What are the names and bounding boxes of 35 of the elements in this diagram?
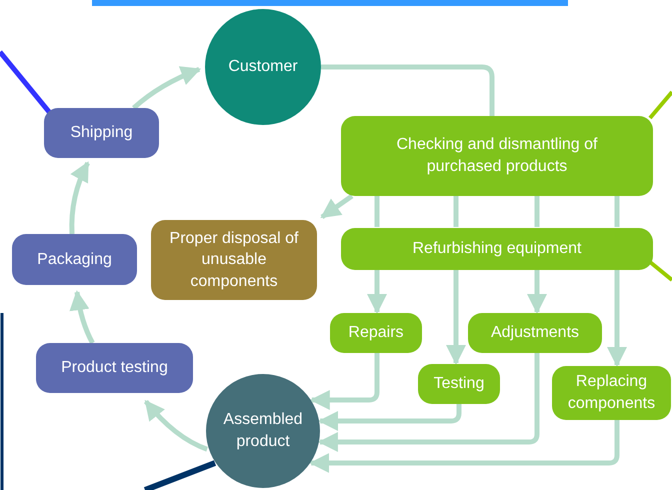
node-label: Customer <box>228 57 298 78</box>
node-label: Checking and dismantling of purchased products <box>395 135 598 177</box>
arrow <box>446 270 466 365</box>
process-box <box>341 116 653 196</box>
arrow <box>320 194 354 220</box>
process-box <box>330 313 422 353</box>
arrow <box>318 404 462 431</box>
process-box <box>468 313 602 353</box>
arrow <box>607 270 627 367</box>
node-label: Refurbishing equipment <box>412 239 582 260</box>
node-label: Replacing components <box>566 372 656 414</box>
process-box <box>151 220 317 300</box>
arrow <box>69 161 90 234</box>
node-label: Proper disposal of unusable components <box>168 228 300 292</box>
node-label: Shipping <box>70 123 133 144</box>
arrow <box>309 420 620 473</box>
arrow <box>310 353 380 410</box>
node-label: Adjustments <box>490 323 580 344</box>
arrow <box>144 400 208 452</box>
process-box <box>36 343 193 393</box>
node-label: Repairs <box>348 323 404 344</box>
arrow <box>132 66 202 110</box>
process-box <box>44 108 159 158</box>
arrow <box>367 270 387 314</box>
process-box <box>12 234 137 285</box>
process-box <box>341 228 653 270</box>
process-box <box>552 366 671 420</box>
arrow <box>70 290 95 344</box>
arrow <box>318 353 540 452</box>
node-label: Assembled product <box>222 410 304 452</box>
node-label: Product testing <box>61 358 168 378</box>
node-label: Testing <box>434 374 484 394</box>
arrow <box>527 270 547 314</box>
process-box <box>418 364 500 404</box>
node-label: Packaging <box>37 250 112 270</box>
